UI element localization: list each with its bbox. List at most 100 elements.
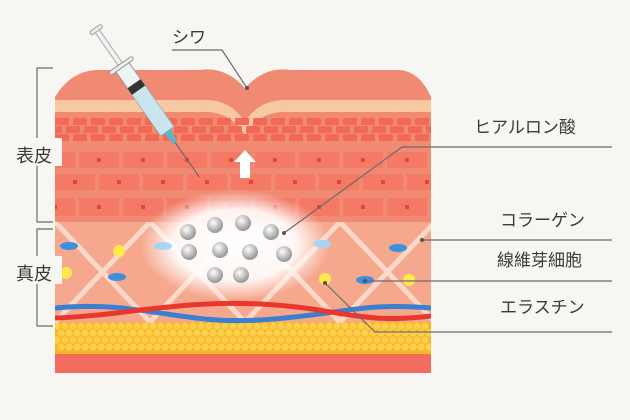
fat-cell [137, 329, 145, 337]
cell-nucleus [229, 158, 233, 162]
fat-cell [413, 336, 421, 344]
fat-cell [313, 343, 321, 351]
epidermal-cell [73, 118, 87, 125]
fat-cell [241, 343, 249, 351]
fat-cell [241, 329, 249, 337]
fat-cell [77, 336, 85, 344]
fat-cell [349, 322, 357, 330]
cell-nucleus [55, 205, 57, 209]
epidermal-cell [127, 118, 141, 125]
fat-cell [301, 336, 309, 344]
fat-cell [189, 336, 197, 344]
fat-cell [169, 343, 177, 351]
epidermal-cell [102, 126, 116, 133]
cell-nucleus [97, 158, 101, 162]
fat-cell [345, 329, 353, 337]
fat-cell [93, 322, 101, 330]
fat-cell [337, 343, 345, 351]
fat-cell [149, 322, 157, 330]
fat-cell [401, 343, 409, 351]
fat-cell [349, 336, 357, 344]
dermis-label: 真皮 [16, 264, 52, 285]
fat-cell [421, 322, 429, 330]
fat-cell [153, 329, 161, 337]
collagen-label: コラーゲン [500, 211, 585, 231]
fat-cell [397, 336, 405, 344]
epidermal-cell [307, 134, 321, 141]
fat-cell [421, 336, 429, 344]
fat-cell [277, 322, 285, 330]
vein [55, 303, 431, 324]
fat-cell [181, 336, 189, 344]
elastin-dots [60, 245, 415, 286]
fat-cell [237, 322, 245, 330]
fat-cell [289, 343, 297, 351]
fat-cell [197, 336, 205, 344]
epidermal-cell [361, 134, 375, 141]
wrinkle-label: シワ [172, 28, 206, 48]
fat-cell [177, 343, 185, 351]
fat-cell [157, 322, 165, 330]
fat-cell [137, 343, 145, 351]
epidermal-cell [120, 126, 134, 133]
fat-cell [353, 343, 361, 351]
fat-cell [161, 329, 169, 337]
fat-cell [165, 322, 173, 330]
fat-cell [293, 336, 301, 344]
epidermal-cell [66, 126, 80, 133]
cell-nucleus [273, 158, 277, 162]
fat-cell [205, 322, 213, 330]
fat-cell [105, 329, 113, 337]
fat-cell [209, 343, 217, 351]
fat-cell [373, 336, 381, 344]
fat-cell [217, 329, 225, 337]
fat-cell [409, 343, 417, 351]
fat-cell [169, 329, 177, 337]
fat-cell [301, 322, 309, 330]
epidermal-cell [318, 126, 332, 133]
fat-cell [345, 343, 353, 351]
fat-cell [365, 336, 373, 344]
hyaluronic-particle [263, 224, 279, 240]
fat-cell [193, 343, 201, 351]
fat-cell [109, 336, 117, 344]
fat-cell [385, 343, 393, 351]
fat-cell [285, 322, 293, 330]
epidermal-cell [246, 126, 260, 133]
fat-cell [57, 329, 65, 337]
epidermal-cell [390, 126, 404, 133]
fat-cell [109, 322, 117, 330]
epidermal-cell [361, 118, 375, 125]
fat-cell [253, 336, 261, 344]
fat-cell [321, 343, 329, 351]
fat-cell [89, 329, 97, 337]
fat-cell [189, 322, 197, 330]
fat-cell [113, 329, 121, 337]
cell-nucleus [141, 158, 145, 162]
fat-cell [69, 336, 77, 344]
fat-cell [141, 336, 149, 344]
epidermal-cell [138, 126, 152, 133]
subcutis-base [55, 350, 431, 373]
fat-cell [77, 322, 85, 330]
epidermal-cell [199, 118, 213, 125]
epidermal-cell [300, 126, 314, 133]
fat-cell [257, 329, 265, 337]
fat-cell [333, 322, 341, 330]
epidermis-label: 表皮 [16, 146, 52, 167]
epidermal-cell [210, 126, 224, 133]
fat-cell [417, 343, 425, 351]
fat-cell [229, 336, 237, 344]
cell-nucleus [73, 180, 77, 184]
fat-cell [209, 329, 217, 337]
fat-cell [381, 336, 389, 344]
epidermal-cell [282, 126, 296, 133]
hyaluronic-particle [181, 244, 197, 260]
fat-cell [321, 329, 329, 337]
fat-cell [185, 329, 193, 337]
epidermal-cell [343, 134, 357, 141]
epidermal-cell [264, 126, 278, 133]
epidermal-cell [397, 134, 411, 141]
epidermal-cell [271, 134, 285, 141]
fat-cell [325, 322, 333, 330]
